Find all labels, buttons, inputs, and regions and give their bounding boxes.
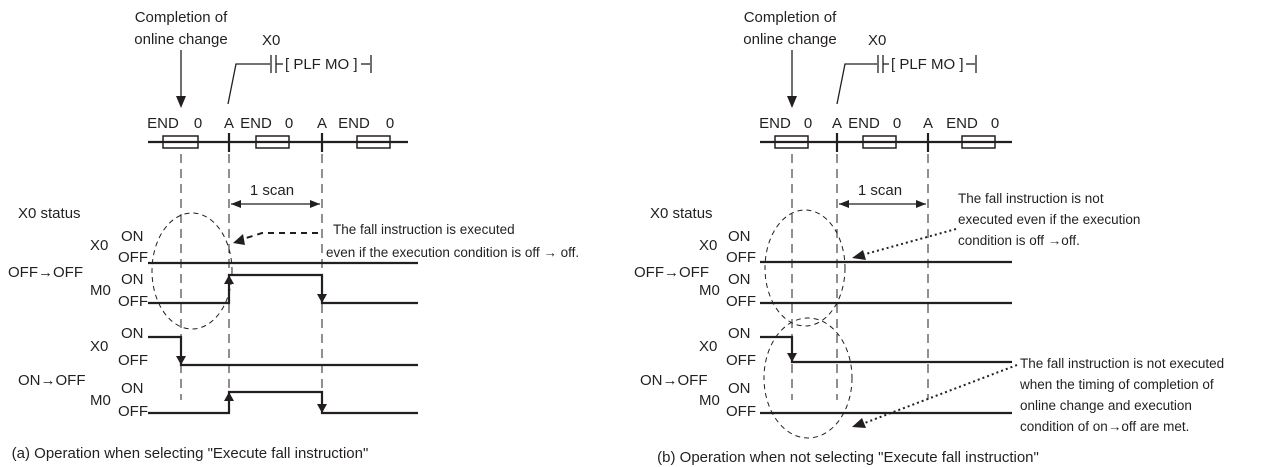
level-on: ON [728, 325, 751, 342]
level-off: OFF [118, 403, 148, 420]
completion-label-line2: online change [743, 31, 836, 48]
step-label: A [923, 115, 933, 132]
note-line2: even if the execution condition is off →… [326, 245, 579, 260]
panel-a: Completion of online change X0 [ PLF MO … [8, 9, 579, 462]
step-label: A [832, 115, 842, 132]
scan-timeline [148, 133, 408, 152]
level-on: ON [121, 380, 144, 397]
scan-arrow-left [231, 200, 241, 208]
note1-arrowhead [852, 250, 866, 260]
completion-arrowhead [176, 96, 186, 108]
completion-label-line2: online change [134, 31, 227, 48]
signal-x0: X0 [90, 338, 108, 355]
level-off: OFF [118, 352, 148, 369]
level-on: ON [728, 380, 751, 397]
note2-line3: online change and execution [1020, 398, 1192, 413]
step-label: 0 [893, 115, 901, 132]
completion-label-line1: Completion of [744, 9, 837, 26]
step-label: 0 [804, 115, 812, 132]
caption: (a) Operation when selecting "Execute fa… [12, 445, 369, 462]
fall-arrow [176, 356, 186, 365]
note1-line2: executed even if the execution [958, 212, 1140, 227]
contact-leader [227, 63, 266, 105]
group1-transition: OFF→OFF [8, 264, 83, 281]
highlight-ellipse [763, 317, 853, 439]
step-label: 0 [386, 115, 394, 132]
signal-x0: X0 [90, 237, 108, 254]
contact-name: X0 [262, 32, 280, 49]
step-label: END [946, 115, 978, 132]
m0-waveform-off-off [148, 273, 418, 305]
step-label: END [147, 115, 179, 132]
instruction-text: [ PLF MO ] [891, 56, 964, 73]
step-label: 0 [285, 115, 293, 132]
panel-b: Completion of online change X0 [ PLF MO … [634, 9, 1224, 466]
contact-leader [836, 63, 874, 105]
note2-line2: when the timing of completion of [1019, 377, 1214, 392]
x0-waveform-on-off [760, 335, 1012, 364]
scan-arrow-right [916, 200, 926, 208]
group1-transition: OFF→OFF [634, 264, 709, 281]
level-on: ON [121, 325, 144, 342]
scan-arrow-right [310, 200, 320, 208]
rise-arrow [224, 392, 234, 401]
level-off: OFF [118, 293, 148, 310]
step-label: 0 [991, 115, 999, 132]
note2-line1: The fall instruction is not executed [1020, 356, 1224, 371]
group2-transition: ON→OFF [18, 372, 86, 389]
level-on: ON [121, 228, 144, 245]
note-leader [239, 232, 318, 241]
scan-label: 1 scan [858, 182, 902, 199]
signal-x0: X0 [699, 338, 717, 355]
note1-leader [861, 228, 957, 256]
rise-arrow [224, 275, 234, 284]
signal-m0: M0 [699, 282, 720, 299]
signal-x0: X0 [699, 237, 717, 254]
step-label: A [317, 115, 327, 132]
signal-m0: M0 [699, 392, 720, 409]
step-label: END [848, 115, 880, 132]
note1-line1: The fall instruction is not [958, 191, 1104, 206]
level-off: OFF [726, 249, 756, 266]
step-label: END [338, 115, 370, 132]
step-label: END [240, 115, 272, 132]
caption: (b) Operation when not selecting "Execut… [657, 449, 1039, 466]
group2-transition: ON→OFF [640, 372, 708, 389]
level-on: ON [728, 228, 751, 245]
level-off: OFF [118, 249, 148, 266]
fall-arrow [317, 294, 327, 303]
highlight-ellipse [764, 209, 846, 327]
status-heading: X0 status [650, 205, 713, 222]
instruction-text: [ PLF MO ] [285, 56, 358, 73]
level-off: OFF [726, 293, 756, 310]
scan-arrow-left [839, 200, 849, 208]
note2-leader [861, 364, 1018, 425]
level-on: ON [728, 271, 751, 288]
level-on: ON [121, 271, 144, 288]
completion-label-line1: Completion of [135, 9, 228, 26]
note-arrowhead [233, 234, 245, 245]
note2-line4: condition of on→off are met. [1020, 419, 1189, 434]
fall-arrow [787, 353, 797, 362]
step-label: END [759, 115, 791, 132]
x0-waveform-on-off [148, 335, 418, 367]
note-line1: The fall instruction is executed [333, 222, 515, 237]
highlight-ellipse [151, 212, 233, 330]
m0-waveform-on-off [148, 390, 418, 415]
contact-name: X0 [868, 32, 886, 49]
scan-timeline [760, 133, 1012, 152]
signal-m0: M0 [90, 392, 111, 409]
signal-m0: M0 [90, 282, 111, 299]
note2-arrowhead [852, 418, 866, 428]
fall-arrow [317, 404, 327, 413]
step-label: A [224, 115, 234, 132]
note1-line3: condition is off →off. [958, 233, 1080, 248]
completion-arrowhead [787, 96, 797, 108]
status-heading: X0 status [18, 205, 81, 222]
step-label: 0 [194, 115, 202, 132]
level-off: OFF [726, 352, 756, 369]
scan-label: 1 scan [250, 182, 294, 199]
level-off: OFF [726, 403, 756, 420]
